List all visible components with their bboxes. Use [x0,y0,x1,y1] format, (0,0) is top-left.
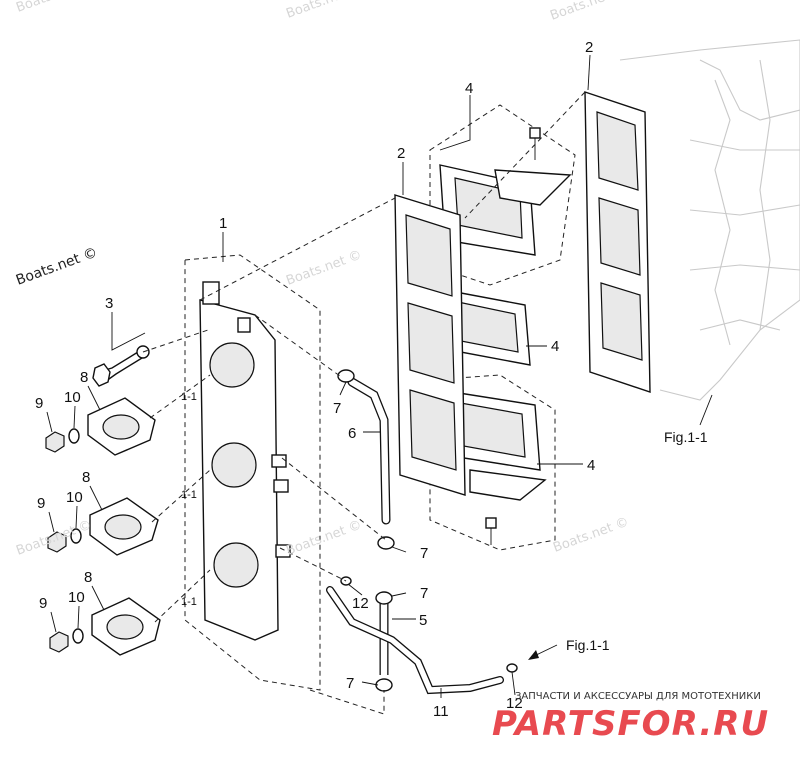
callout-4-mid: 4 [551,338,559,355]
clip-7-c[interactable] [375,591,393,605]
callout-1: 1 [219,215,227,232]
callout-10-a: 10 [64,389,81,406]
nut-upper[interactable] [45,431,65,453]
hose-11[interactable] [326,586,504,695]
watermark-right: Boats.net © [551,515,631,556]
subcallout-1-1-b: 1-1 [181,489,197,501]
callout-5: 5 [419,612,427,629]
callout-7-d: 7 [346,675,354,692]
callout-4-low: 4 [587,457,595,474]
reed-group-low-outline [429,374,556,551]
subcallout-1-1-c: 1-1 [181,596,197,608]
manifold-group-outline [184,254,321,691]
partsfor-logo[interactable]: ЗАПЧАСТИ И АКСЕССУАРЫ ДЛЯ МОТОТЕХНИКИ PA… [492,691,769,744]
bolt[interactable] [92,345,150,387]
washer-lower[interactable] [72,628,84,644]
washer-upper[interactable] [68,428,80,444]
subcallout-1-1-a: 1-1 [181,391,197,403]
callout-8-c: 8 [84,569,92,586]
clip-12-b[interactable] [506,663,518,673]
reed-screw-low[interactable] [485,517,497,545]
spacer-middle[interactable] [89,497,159,556]
logo-tagline: ЗАПЧАСТИ И АКСЕССУАРЫ ДЛЯ МОТОТЕХНИКИ [515,691,761,702]
nut-middle[interactable] [47,531,67,553]
gasket-rear[interactable] [584,91,651,393]
watermark-top-left: Boats.net © [14,0,94,16]
callout-12-a: 12 [352,595,369,612]
reed-valve-top[interactable] [439,164,572,256]
watermark-bottom-left: Boats.net © [14,518,94,559]
watermark-bottom-center: Boats.net © [284,518,364,559]
callout-10-b: 10 [66,489,83,506]
hose-6[interactable] [347,377,391,525]
assembly-lines [142,91,586,715]
gasket-front[interactable] [394,194,466,496]
watermark-top-right: Boats.net © [548,0,628,24]
callout-7-c: 7 [420,585,428,602]
watermark-center: Boats.net © [284,248,364,289]
logo-brand: PARTSFOR.RU [492,704,769,744]
callout-12-b: 12 [506,695,523,712]
callout-7-b: 7 [420,545,428,562]
callout-8-b: 8 [82,469,90,486]
engine-block-outline [619,39,800,401]
callouts: 1 2 2 3 4 4 4 5 6 7 7 7 7 8 8 8 9 9 9 10… [35,39,595,720]
callout-9-b: 9 [37,495,45,512]
watermarks: Boats.net © Boats.net © Boats.net © Boat… [14,0,631,559]
callout-7-a: 7 [333,400,341,417]
clip-7-d[interactable] [375,678,393,692]
nut-lower[interactable] [49,631,69,653]
callout-10-c: 10 [68,589,85,606]
spacer-upper[interactable] [87,397,156,456]
clip-7-b[interactable] [377,536,395,550]
watermark-left: Boats.net © [14,245,100,289]
callout-2-top: 2 [585,39,593,56]
callout-9-c: 9 [39,595,47,612]
callout-3: 3 [105,295,113,312]
reed-valve-low[interactable] [439,389,547,501]
callout-9-a: 9 [35,395,43,412]
clip-7-a[interactable] [337,369,355,383]
callout-2-mid: 2 [397,145,405,162]
intake-manifold[interactable] [199,281,291,641]
watermark-top-center: Boats.net © [284,0,364,22]
leader-lines [46,54,713,698]
washer-middle[interactable] [70,528,82,544]
spacer-lower[interactable] [91,597,161,656]
reed-screw-top[interactable] [529,127,541,160]
fig-ref-bottom[interactable]: Fig.1-1 [566,637,610,653]
callout-11: 11 [433,703,449,720]
callout-8-a: 8 [80,369,88,386]
callout-4-top: 4 [465,80,473,97]
fig-ref-right[interactable]: Fig.1-1 [664,429,708,445]
callout-6: 6 [348,425,356,442]
